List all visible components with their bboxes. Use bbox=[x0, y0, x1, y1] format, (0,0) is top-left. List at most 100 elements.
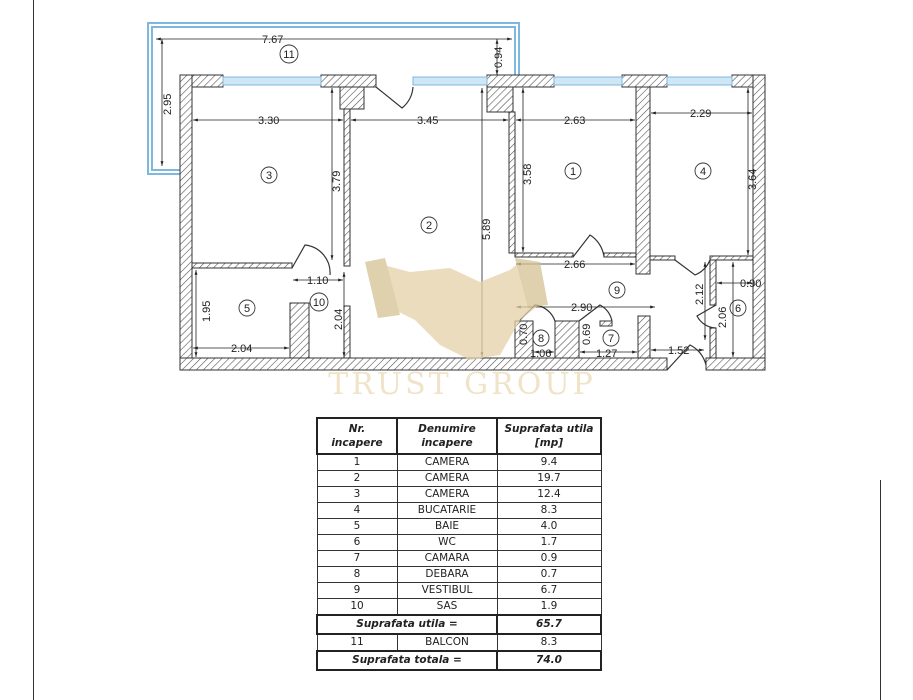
room-labels: 1 2 3 4 5 6 7 8 9 10 11 bbox=[244, 49, 741, 345]
dim-sas-height: 2.04 bbox=[333, 309, 345, 330]
room-name: BAIE bbox=[396, 518, 498, 535]
page-border-left bbox=[33, 0, 34, 700]
room-area: 1.7 bbox=[496, 534, 602, 551]
dim-balcony-width: 7.67 bbox=[262, 34, 283, 46]
room-area: 19.7 bbox=[496, 470, 602, 487]
room-number: 2 bbox=[316, 470, 398, 487]
header-name: Denumire incapere bbox=[396, 417, 498, 455]
room-name: CAMERA bbox=[396, 486, 498, 503]
room-name: BALCON bbox=[396, 633, 498, 652]
room-name: VESTIBUL bbox=[396, 582, 498, 599]
total-row-value: 74.0 bbox=[496, 650, 602, 671]
dim-r6-width: 0.90 bbox=[740, 278, 761, 290]
dim-r5-width: 2.04 bbox=[231, 343, 252, 355]
room-area: 0.9 bbox=[496, 550, 602, 567]
dim-r1-bottom: 2.66 bbox=[564, 259, 585, 271]
room-11-label: 11 bbox=[283, 49, 294, 61]
dim-r8-height: 0.70 bbox=[518, 324, 530, 345]
room-6-label: 6 bbox=[735, 303, 741, 315]
room-number: 9 bbox=[316, 582, 398, 599]
dim-r8-width: 1.06 bbox=[530, 348, 551, 360]
watermark-text: TRUST GROUP bbox=[328, 367, 596, 402]
room-5-label: 5 bbox=[244, 303, 250, 315]
doors bbox=[291, 86, 717, 371]
total-row: Suprafata totala =74.0 bbox=[316, 650, 602, 671]
dim-r2-height: 5.89 bbox=[481, 219, 493, 240]
room-3-label: 3 bbox=[266, 170, 272, 182]
room-number: 10 bbox=[316, 598, 398, 616]
room-number: 6 bbox=[316, 534, 398, 551]
dim-r1-width: 2.63 bbox=[564, 115, 585, 127]
windows bbox=[222, 76, 733, 86]
dim-r3-height: 3.79 bbox=[331, 171, 343, 192]
room-number: 4 bbox=[316, 502, 398, 519]
dim-hall-height: 2.12 bbox=[694, 284, 706, 305]
room-area: 8.3 bbox=[496, 502, 602, 519]
room-area: 8.3 bbox=[496, 633, 602, 652]
room-number: 8 bbox=[316, 566, 398, 583]
dim-r5-height: 1.95 bbox=[201, 301, 213, 322]
dim-r6-height: 2.06 bbox=[717, 307, 729, 328]
room-7-label: 7 bbox=[608, 333, 614, 345]
area-table: Nr. incapere Denumire incapere Suprafata… bbox=[316, 417, 602, 671]
room-area: 4.0 bbox=[496, 518, 602, 535]
room-name: BUCATARIE bbox=[396, 502, 498, 519]
room-number: 5 bbox=[316, 518, 398, 535]
dim-r4-height: 3.64 bbox=[747, 169, 759, 190]
balcony-outline bbox=[147, 22, 520, 175]
room-number: 11 bbox=[316, 633, 398, 652]
dim-r3-width: 3.30 bbox=[258, 115, 279, 127]
room-number: 7 bbox=[316, 550, 398, 567]
dimension-lines bbox=[156, 37, 752, 357]
room-name: CAMARA bbox=[396, 550, 498, 567]
total-row-label: Suprafata totala = bbox=[316, 650, 498, 671]
room-name: DEBARA bbox=[396, 566, 498, 583]
room-area: 9.4 bbox=[496, 453, 602, 471]
dimension-labels: 7.67 2.95 0.94 3.30 3.79 3.45 5.89 2.63 … bbox=[162, 34, 761, 360]
walls bbox=[179, 74, 766, 371]
room-number: 1 bbox=[316, 453, 398, 471]
room-area: 0.7 bbox=[496, 566, 602, 583]
subtotal-row: Suprafata utila =65.7 bbox=[316, 614, 602, 635]
room-2-label: 2 bbox=[426, 220, 432, 232]
room-numbers bbox=[238, 44, 747, 347]
room-9-label: 9 bbox=[614, 285, 620, 297]
dim-balcony-depth: 2.95 bbox=[162, 94, 174, 115]
subtotal-row-value: 65.7 bbox=[496, 614, 602, 635]
subtotal-row-label: Suprafata utila = bbox=[316, 614, 498, 635]
header-area: Suprafata utila [mp] bbox=[496, 417, 602, 455]
room-name: CAMERA bbox=[396, 453, 498, 471]
room-area: 1.9 bbox=[496, 598, 602, 616]
dim-r1-height: 3.58 bbox=[522, 164, 534, 185]
dim-r4-width: 2.29 bbox=[690, 108, 711, 120]
header-nr: Nr. incapere bbox=[316, 417, 398, 455]
room-8-label: 8 bbox=[538, 333, 544, 345]
room-name: SAS bbox=[396, 598, 498, 616]
room-10-label: 10 bbox=[313, 297, 325, 309]
room-area: 6.7 bbox=[496, 582, 602, 599]
room-name: CAMERA bbox=[396, 470, 498, 487]
dim-hall-exit: 1.52 bbox=[668, 345, 689, 357]
dim-r7-height: 0.69 bbox=[581, 324, 593, 345]
room-name: WC bbox=[396, 534, 498, 551]
dim-hall-width: 2.90 bbox=[571, 302, 592, 314]
dim-balcony-side: 0.94 bbox=[493, 47, 505, 68]
page-border-right bbox=[880, 480, 881, 700]
dim-r7-width: 1.27 bbox=[596, 348, 617, 360]
room-4-label: 4 bbox=[700, 166, 706, 178]
room-1-label: 1 bbox=[570, 166, 576, 178]
dim-r2-width: 3.45 bbox=[417, 115, 438, 127]
dim-sas-width: 1.10 bbox=[307, 275, 328, 287]
